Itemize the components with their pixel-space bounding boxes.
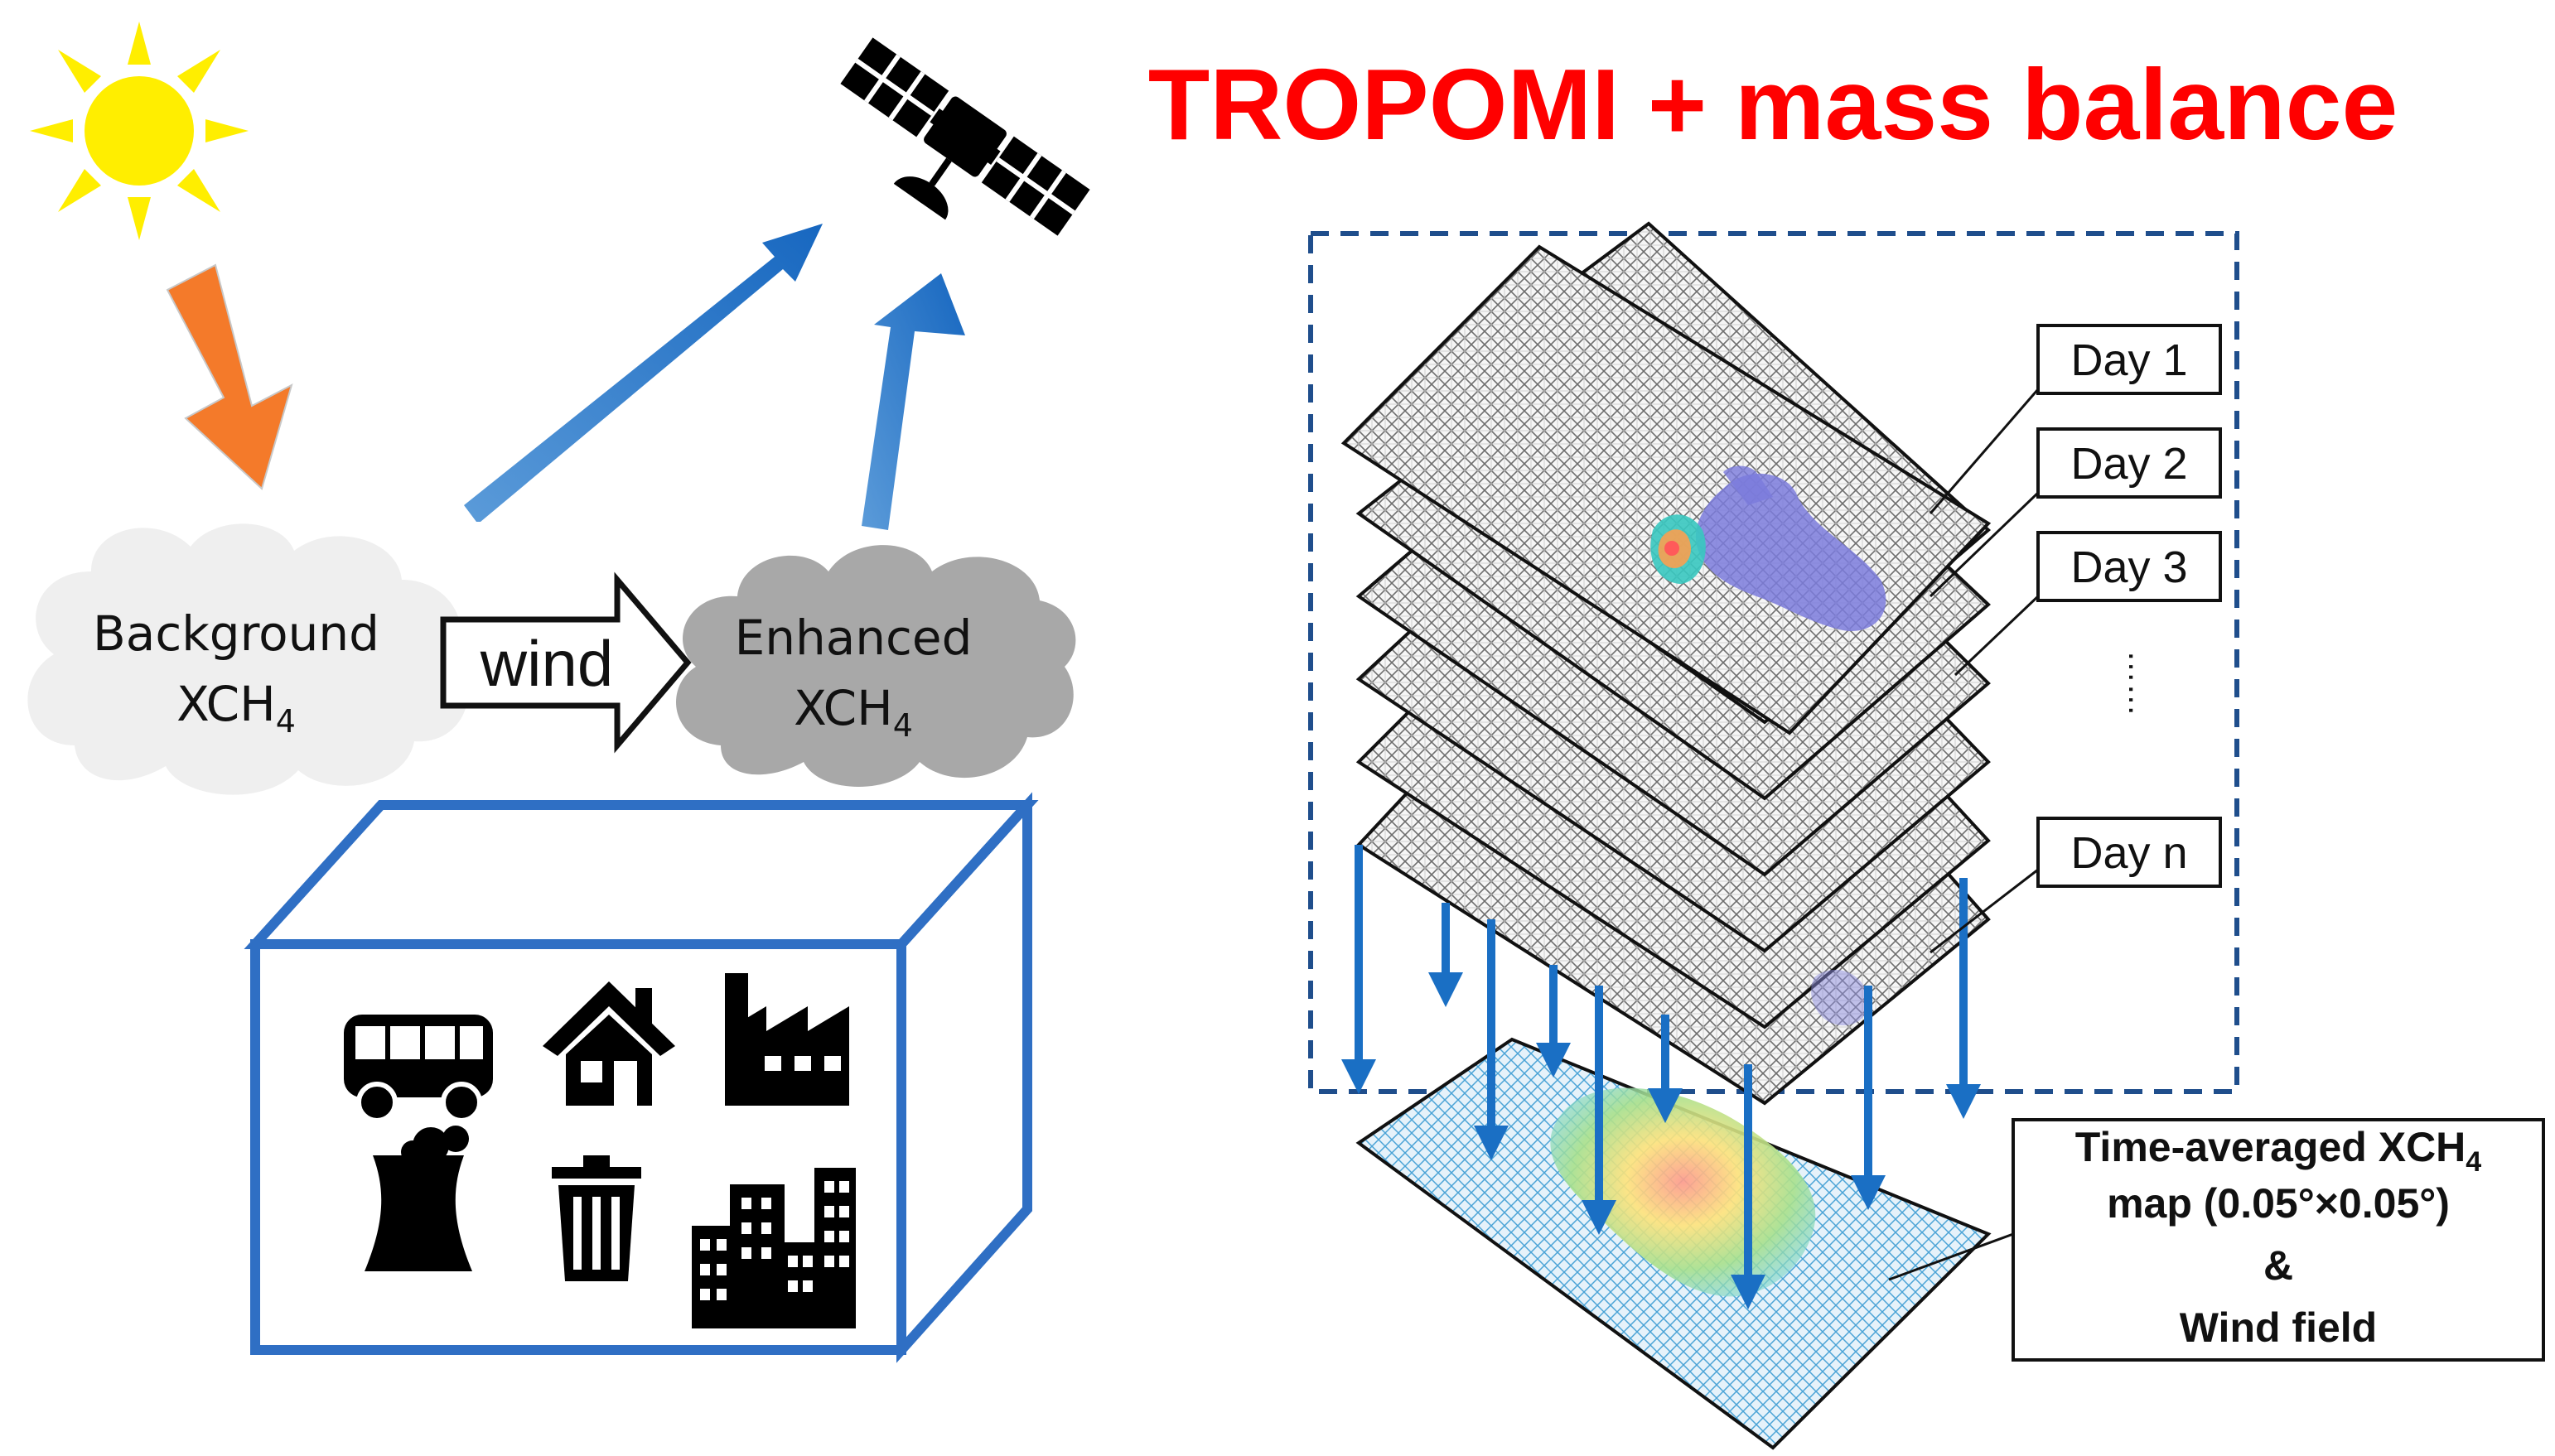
trash-can-icon bbox=[552, 1155, 641, 1281]
result-box-line-1: Time-averaged XCH4 bbox=[2075, 1124, 2481, 1178]
reflected-light-arrow-1 bbox=[464, 224, 823, 522]
day-label-2-text: Day 2 bbox=[2070, 439, 2187, 489]
power-plant-icon bbox=[365, 1126, 472, 1271]
day-label-3-text: Day 3 bbox=[2070, 542, 2187, 592]
time-averaged-map bbox=[1355, 1037, 1992, 1450]
background-cloud-label: Background bbox=[93, 605, 379, 662]
sunlight-arrow bbox=[166, 263, 293, 490]
house-icon bbox=[543, 981, 675, 1106]
background-cloud-species: XCH4 bbox=[176, 676, 296, 740]
reflected-light-arrow-2 bbox=[862, 273, 965, 530]
result-box-line-2: map (0.05°×0.05°) bbox=[2107, 1180, 2450, 1227]
day-label-1-text: Day 1 bbox=[2070, 335, 2187, 385]
background-cloud: Background XCH4 bbox=[27, 523, 468, 795]
plume-hotspot bbox=[1650, 465, 1886, 631]
satellite-icon bbox=[840, 37, 1090, 236]
day-label-1: Day 1 bbox=[2036, 324, 2222, 395]
sun-icon bbox=[30, 22, 249, 240]
day-ellipsis: …… bbox=[2122, 650, 2158, 716]
enhanced-cloud: Enhanced XCH4 bbox=[676, 545, 1076, 787]
result-box: Time-averaged XCH4 map (0.05°×0.05°) & W… bbox=[2012, 1118, 2545, 1362]
diagram-title: TROPOMI + mass balance bbox=[1148, 48, 2398, 161]
result-box-leader bbox=[1888, 1232, 2014, 1281]
enhanced-cloud-species: XCH4 bbox=[794, 680, 913, 744]
factory-icon bbox=[725, 973, 849, 1106]
day-label-3: Day 3 bbox=[2036, 531, 2222, 602]
enhanced-cloud-label: Enhanced bbox=[735, 610, 973, 666]
day-label-2: Day 2 bbox=[2036, 427, 2222, 499]
wind-arrow: wind bbox=[440, 571, 692, 754]
day-label-n-text: Day n bbox=[2070, 828, 2187, 878]
city-buildings-icon bbox=[692, 1168, 856, 1328]
daily-map-stack bbox=[1340, 221, 1992, 1106]
wind-label: wind bbox=[480, 627, 613, 700]
result-box-line-4: Wind field bbox=[2180, 1304, 2377, 1351]
day-label-n: Day n bbox=[2036, 817, 2222, 888]
result-box-line-3: & bbox=[2263, 1242, 2293, 1289]
bus-icon bbox=[344, 1015, 493, 1123]
day-label-leaders bbox=[1929, 388, 2040, 954]
projection-arrows bbox=[1341, 845, 1981, 1309]
